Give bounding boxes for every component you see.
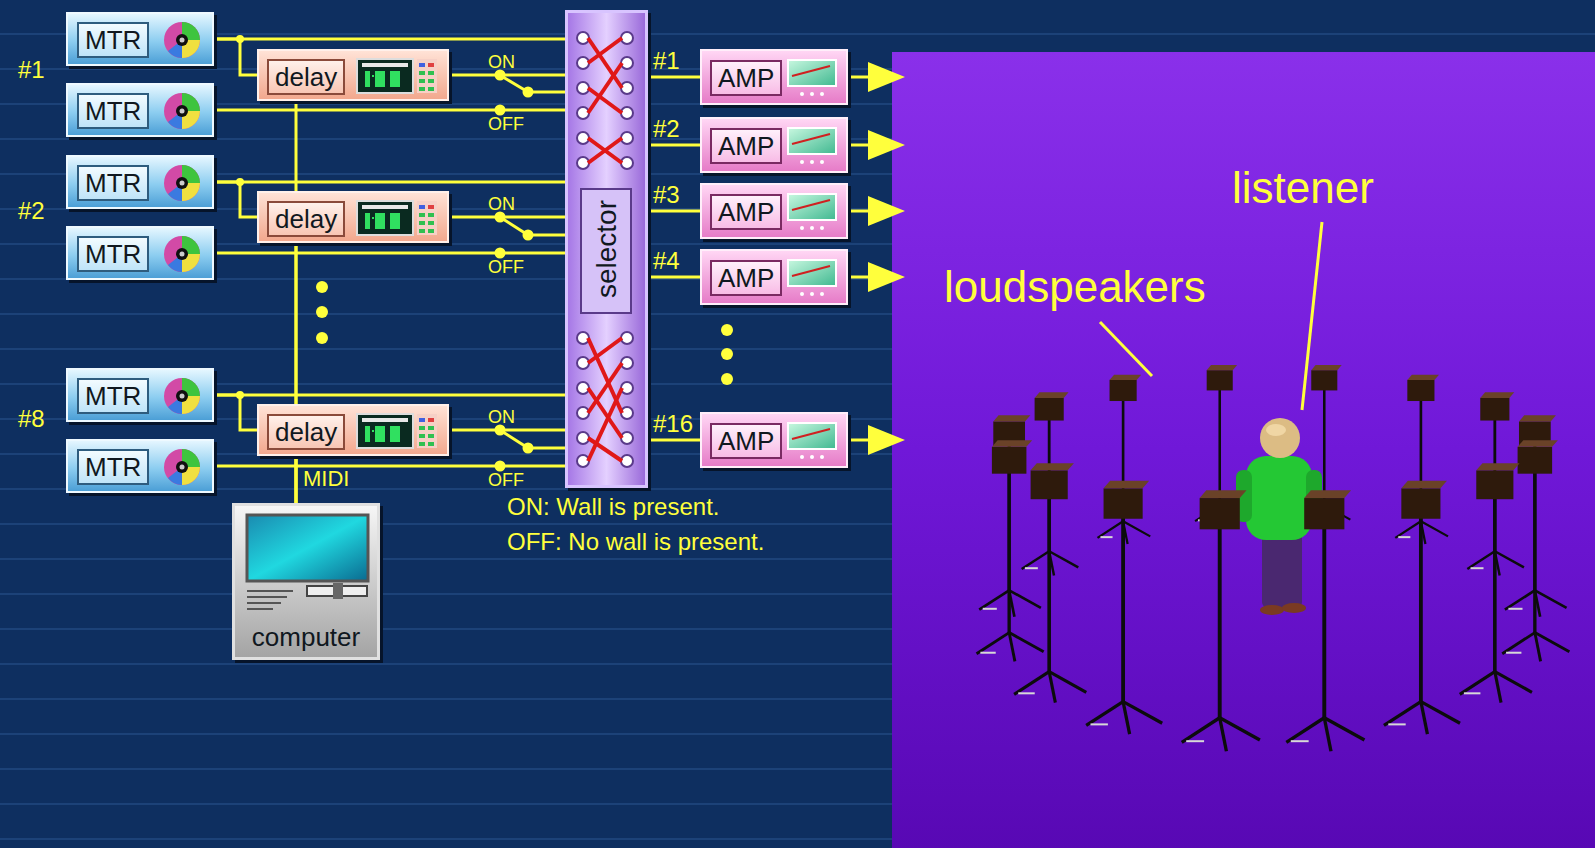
ellipsis-dots [316, 281, 733, 385]
signal-wire [214, 109, 565, 112]
box-label: MTR [77, 449, 149, 485]
group-number: #2 [18, 197, 45, 225]
group-number: #8 [18, 405, 45, 433]
switch-label: OFF [488, 114, 524, 135]
box-label: delay [267, 414, 345, 450]
box-label: AMP [710, 60, 782, 96]
box-label: MTR [77, 165, 149, 201]
amplifier-box: AMP [700, 117, 848, 173]
wire-label: #1 [653, 47, 680, 75]
signal-wire [214, 39, 257, 75]
box-label: AMP [710, 194, 782, 230]
signal-wire [295, 243, 298, 503]
box-label: MTR [77, 236, 149, 272]
loudspeaker-ring-front [977, 440, 1570, 751]
amplifier-box: AMP [700, 412, 848, 468]
wire-label: MIDI [303, 466, 349, 491]
box-label: delay [267, 59, 345, 95]
room-panel [892, 52, 1595, 848]
signal-wire [214, 252, 565, 255]
signal-wire [295, 456, 298, 503]
signal-wire [449, 216, 565, 219]
delay-box: delay [257, 49, 449, 101]
signal-wire [214, 182, 257, 217]
callout-label: listener [1232, 163, 1374, 214]
signal-wire [648, 144, 700, 147]
group-number: #1 [18, 56, 45, 84]
switch-label: ON [488, 194, 515, 215]
switch-label: OFF [488, 257, 524, 278]
signal-wire [214, 394, 565, 397]
recorder-box: MTR [66, 439, 214, 493]
loudspeaker-ring-back [979, 365, 1566, 617]
signal-wire [648, 210, 700, 213]
signal-wire [449, 429, 565, 432]
wire-label: #2 [653, 115, 680, 143]
wire-label: #16 [653, 410, 693, 438]
switch-label: ON [488, 407, 515, 428]
signal-wire [648, 276, 700, 279]
delay-box: delay [257, 191, 449, 243]
signal-wire [214, 395, 257, 430]
signal-wire [449, 74, 565, 77]
delay-box: delay [257, 404, 449, 456]
box-label: MTR [77, 93, 149, 129]
signal-wire [648, 76, 700, 79]
wire-label: #4 [653, 247, 680, 275]
signal-wire [648, 439, 700, 442]
recorder-box: MTR [66, 368, 214, 422]
box-label: computer [246, 621, 366, 653]
selector-box: selector [565, 10, 648, 488]
legend-note: OFF: No wall is present. [507, 528, 764, 556]
signal-wire [214, 181, 565, 184]
switch-label: ON [488, 52, 515, 73]
recorder-box: MTR [66, 83, 214, 137]
leader-lines [1100, 222, 1322, 410]
amp-output-arrows [846, 62, 905, 455]
computer-box: computer [232, 503, 380, 660]
legend-note: ON: Wall is present. [507, 493, 720, 521]
amplifier-box: AMP [700, 49, 848, 105]
recorder-box: MTR [66, 226, 214, 280]
box-label: selector [591, 200, 623, 298]
box-label: MTR [77, 378, 149, 414]
callout-label: loudspeakers [944, 262, 1206, 313]
box-label: delay [267, 201, 345, 237]
amplifier-box: AMP [700, 183, 848, 239]
box-label: MTR [77, 22, 149, 58]
signal-wire [214, 38, 565, 41]
box-label: AMP [710, 260, 782, 296]
box-label: AMP [710, 423, 782, 459]
recorder-box: MTR [66, 155, 214, 209]
wire-label: #3 [653, 181, 680, 209]
switch-label: OFF [488, 470, 524, 491]
amplifier-box: AMP [700, 249, 848, 305]
signal-wire [214, 465, 565, 468]
recorder-box: MTR [66, 12, 214, 66]
box-label: AMP [710, 128, 782, 164]
